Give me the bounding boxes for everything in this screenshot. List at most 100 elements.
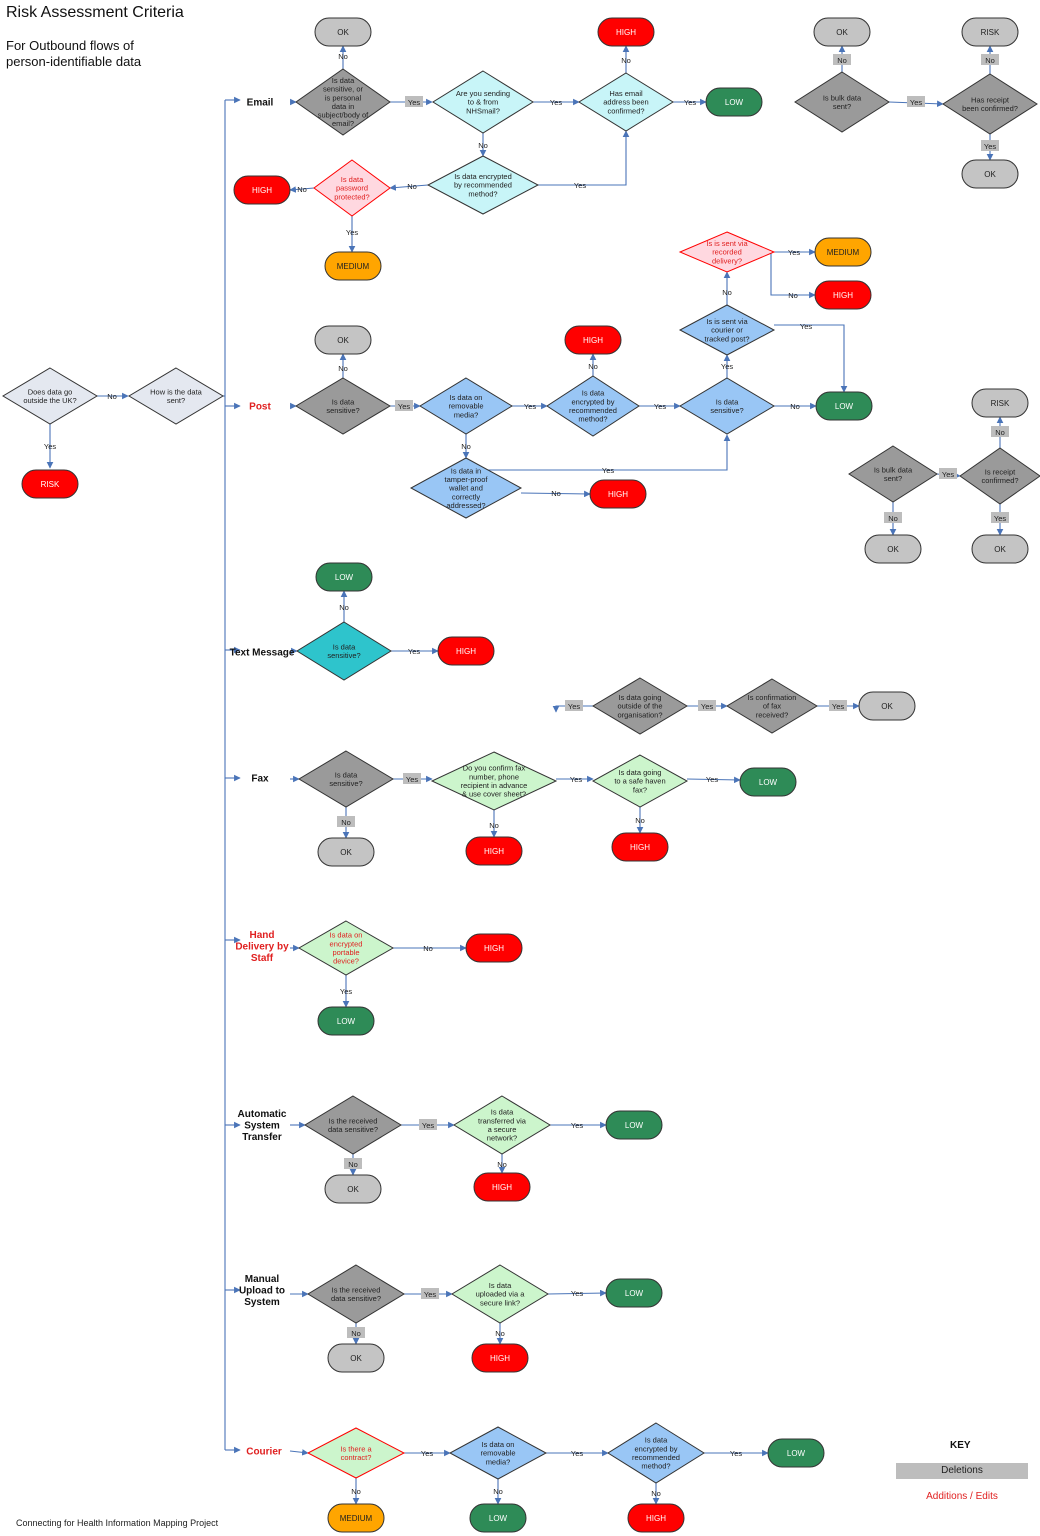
node-text-h_low: LOW <box>337 1017 356 1026</box>
node-text-a_low: LOW <box>625 1121 644 1130</box>
edge-label-yes: Yes <box>406 775 418 784</box>
edge-label-yes: Yes <box>910 98 922 107</box>
edge-label-no: No <box>621 56 631 65</box>
key-deletions: Deletions <box>896 1463 1028 1479</box>
edge-label-no: No <box>407 182 417 191</box>
terminal-fo_ok: OK <box>858 691 916 721</box>
node-text-e_high2: HIGH <box>252 186 272 195</box>
edge-label-yes: Yes <box>346 228 358 237</box>
terminal-m_high: HIGH <box>471 1343 529 1373</box>
terminal-c_low2: LOW <box>767 1438 825 1468</box>
node-text-e_low: LOW <box>725 98 744 107</box>
node-text-b1_ok2: OK <box>984 170 996 179</box>
edge-label-no: No <box>995 428 1005 437</box>
edge-label-yes: Yes <box>570 775 582 784</box>
edge-label-no: No <box>588 362 598 371</box>
page-title: Risk Assessment Criteria <box>6 4 184 21</box>
terminal-f_high2: HIGH <box>611 832 669 862</box>
edge-label-no: No <box>351 1487 361 1496</box>
node-text-t_high: HIGH <box>456 647 476 656</box>
node-text-p_high1: HIGH <box>583 336 603 345</box>
edge-label-yes: Yes <box>832 702 844 711</box>
terminal-b2_ok1: OK <box>864 534 922 564</box>
edge-label-no: No <box>985 56 995 65</box>
terminal-a_ok: OK <box>324 1174 382 1204</box>
node-text-m_high: HIGH <box>490 1354 510 1363</box>
terminal-e_high2: HIGH <box>233 175 291 205</box>
node-text-m_ok: OK <box>350 1354 362 1363</box>
edge-label-yes: Yes <box>408 647 420 656</box>
edge-label-yes: Yes <box>422 1121 434 1130</box>
terminal-t_low: LOW <box>315 562 373 592</box>
edge-label-yes: Yes <box>550 98 562 107</box>
terminal-t_high: HIGH <box>437 636 495 666</box>
edge-label-no: No <box>338 52 348 61</box>
key-additions: Additions / Edits <box>926 1491 998 1502</box>
node-text-c_low2: LOW <box>787 1449 806 1458</box>
terminal-f_low: LOW <box>739 767 797 797</box>
edge-label-no: No <box>497 1160 507 1169</box>
edge-label-yes: Yes <box>721 362 733 371</box>
terminal-c_medium: MEDIUM <box>327 1503 385 1533</box>
terminal-b1_ok2: OK <box>961 159 1019 189</box>
page-subtitle: For Outbound flows of person-identifiabl… <box>6 38 142 69</box>
footer-text: Connecting for Health Information Mappin… <box>16 1518 219 1528</box>
terminal-c_low1: LOW <box>469 1503 527 1533</box>
edge-label-no: No <box>888 514 898 523</box>
node-text-e_ok: OK <box>337 28 349 37</box>
terminal-e_ok: OK <box>314 17 372 47</box>
node-text-b2_ok1: OK <box>887 545 899 554</box>
edge-label-yes: Yes <box>44 442 56 451</box>
node-text-b1_ok1: OK <box>836 28 848 37</box>
terminal-f_high1: HIGH <box>465 836 523 866</box>
edge-label-yes: Yes <box>571 1449 583 1458</box>
node-text-c_low1: LOW <box>489 1514 508 1523</box>
node-text-f_ok: OK <box>340 848 352 857</box>
node-text-a_ok: OK <box>347 1185 359 1194</box>
edge-label-no: No <box>790 402 800 411</box>
terminal-p_high2: HIGH <box>814 280 872 310</box>
edge-label-yes: Yes <box>994 514 1006 523</box>
terminal-f_ok: OK <box>317 837 375 867</box>
edge-label-no: No <box>495 1329 505 1338</box>
edge-label-yes: Yes <box>684 98 696 107</box>
edge-label-yes: Yes <box>524 402 536 411</box>
edge-label-yes: Yes <box>568 702 580 711</box>
edge-label-yes: Yes <box>408 98 420 107</box>
terminal-b2_risk: RISK <box>971 388 1029 418</box>
edge-label-no: No <box>339 603 349 612</box>
channel-label-ch_text: Text Message <box>230 648 295 659</box>
